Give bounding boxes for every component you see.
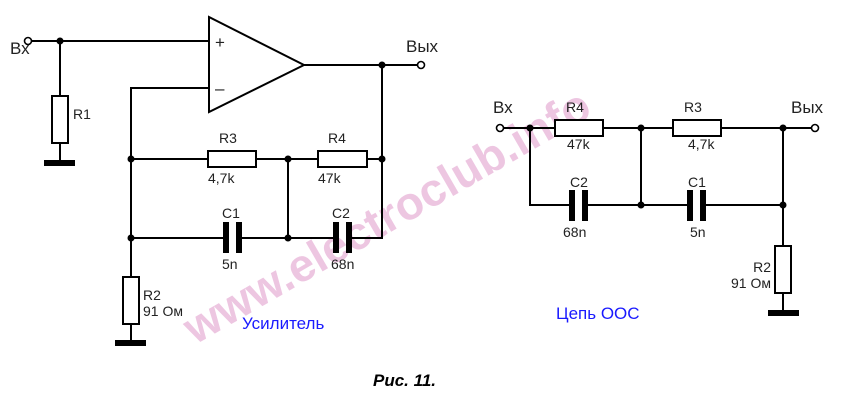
- fb-r2-value: 91 Ом: [731, 275, 771, 291]
- node: [779, 124, 787, 132]
- node: [284, 234, 292, 242]
- fb-c1-label: C1: [688, 174, 706, 190]
- resistor-r4: [317, 150, 368, 168]
- capacitor-c1: [236, 222, 242, 253]
- opamp-icon: [208, 15, 307, 114]
- c1-value: 5n: [222, 256, 238, 272]
- capacitor-c2: [582, 190, 588, 221]
- node: [637, 124, 645, 132]
- node: [526, 124, 534, 132]
- fb-r3-value: 4,7k: [688, 136, 715, 152]
- fb-c2-value: 68n: [563, 224, 586, 240]
- r4-label: R4: [328, 130, 346, 146]
- resistor-r3: [672, 119, 722, 137]
- node: [779, 201, 787, 209]
- capacitor-c1: [223, 222, 229, 253]
- node: [637, 201, 645, 209]
- ground-icon: [115, 340, 146, 346]
- fb-output-terminal: [810, 123, 820, 133]
- amp-output-label: Вых: [406, 37, 439, 56]
- wire: [130, 87, 209, 340]
- capacitor-c2: [333, 222, 339, 253]
- node: [378, 155, 386, 163]
- amplifier-title: Усилитель: [242, 314, 324, 333]
- resistor-r4: [554, 119, 604, 137]
- fb-input-terminal: [495, 123, 505, 133]
- capacitor-c2: [346, 222, 352, 253]
- feedback-title: Цепь ООС: [556, 304, 640, 323]
- r1-label: R1: [73, 106, 91, 122]
- c1-label: C1: [222, 205, 240, 221]
- opamp-minus: –: [215, 79, 225, 98]
- resistor-r3: [207, 150, 257, 168]
- r4-value: 47k: [318, 170, 342, 186]
- fb-c2-label: C2: [570, 174, 588, 190]
- r2-value: 91 Ом: [143, 303, 183, 319]
- fb-input-label: Вх: [493, 98, 513, 117]
- fb-r3-label: R3: [684, 99, 702, 115]
- capacitor-c1: [700, 190, 706, 221]
- fb-c1-value: 5n: [690, 224, 706, 240]
- opamp-plus: +: [215, 33, 225, 52]
- ground-icon: [768, 310, 799, 316]
- fb-r4-label: R4: [566, 99, 584, 115]
- feedback-circuit: Вх R4 47k R3 4,7k Вых C2 68n C1 5n R2 91…: [493, 98, 824, 323]
- resistor-r1: [51, 95, 69, 144]
- c2-label: C2: [332, 205, 350, 221]
- capacitor-c2: [569, 190, 575, 221]
- resistor-r2: [774, 245, 792, 294]
- r2-label: R2: [143, 287, 161, 303]
- amp-output-terminal: [416, 60, 426, 70]
- amp-input-terminal: [23, 36, 33, 46]
- resistor-r2: [122, 276, 140, 325]
- fb-output-label: Вых: [791, 98, 824, 117]
- r3-value: 4,7k: [208, 170, 235, 186]
- ground-icon: [44, 160, 75, 166]
- amplifier-circuit: Вх R1 + – Вых R3 4,7k R4 47k C1: [10, 15, 439, 346]
- fb-r2-label: R2: [753, 259, 771, 275]
- r3-label: R3: [219, 130, 237, 146]
- fb-r4-value: 47k: [567, 136, 591, 152]
- c2-value: 68n: [331, 256, 354, 272]
- figure-caption: Рис. 11.: [373, 371, 436, 390]
- capacitor-c1: [687, 190, 693, 221]
